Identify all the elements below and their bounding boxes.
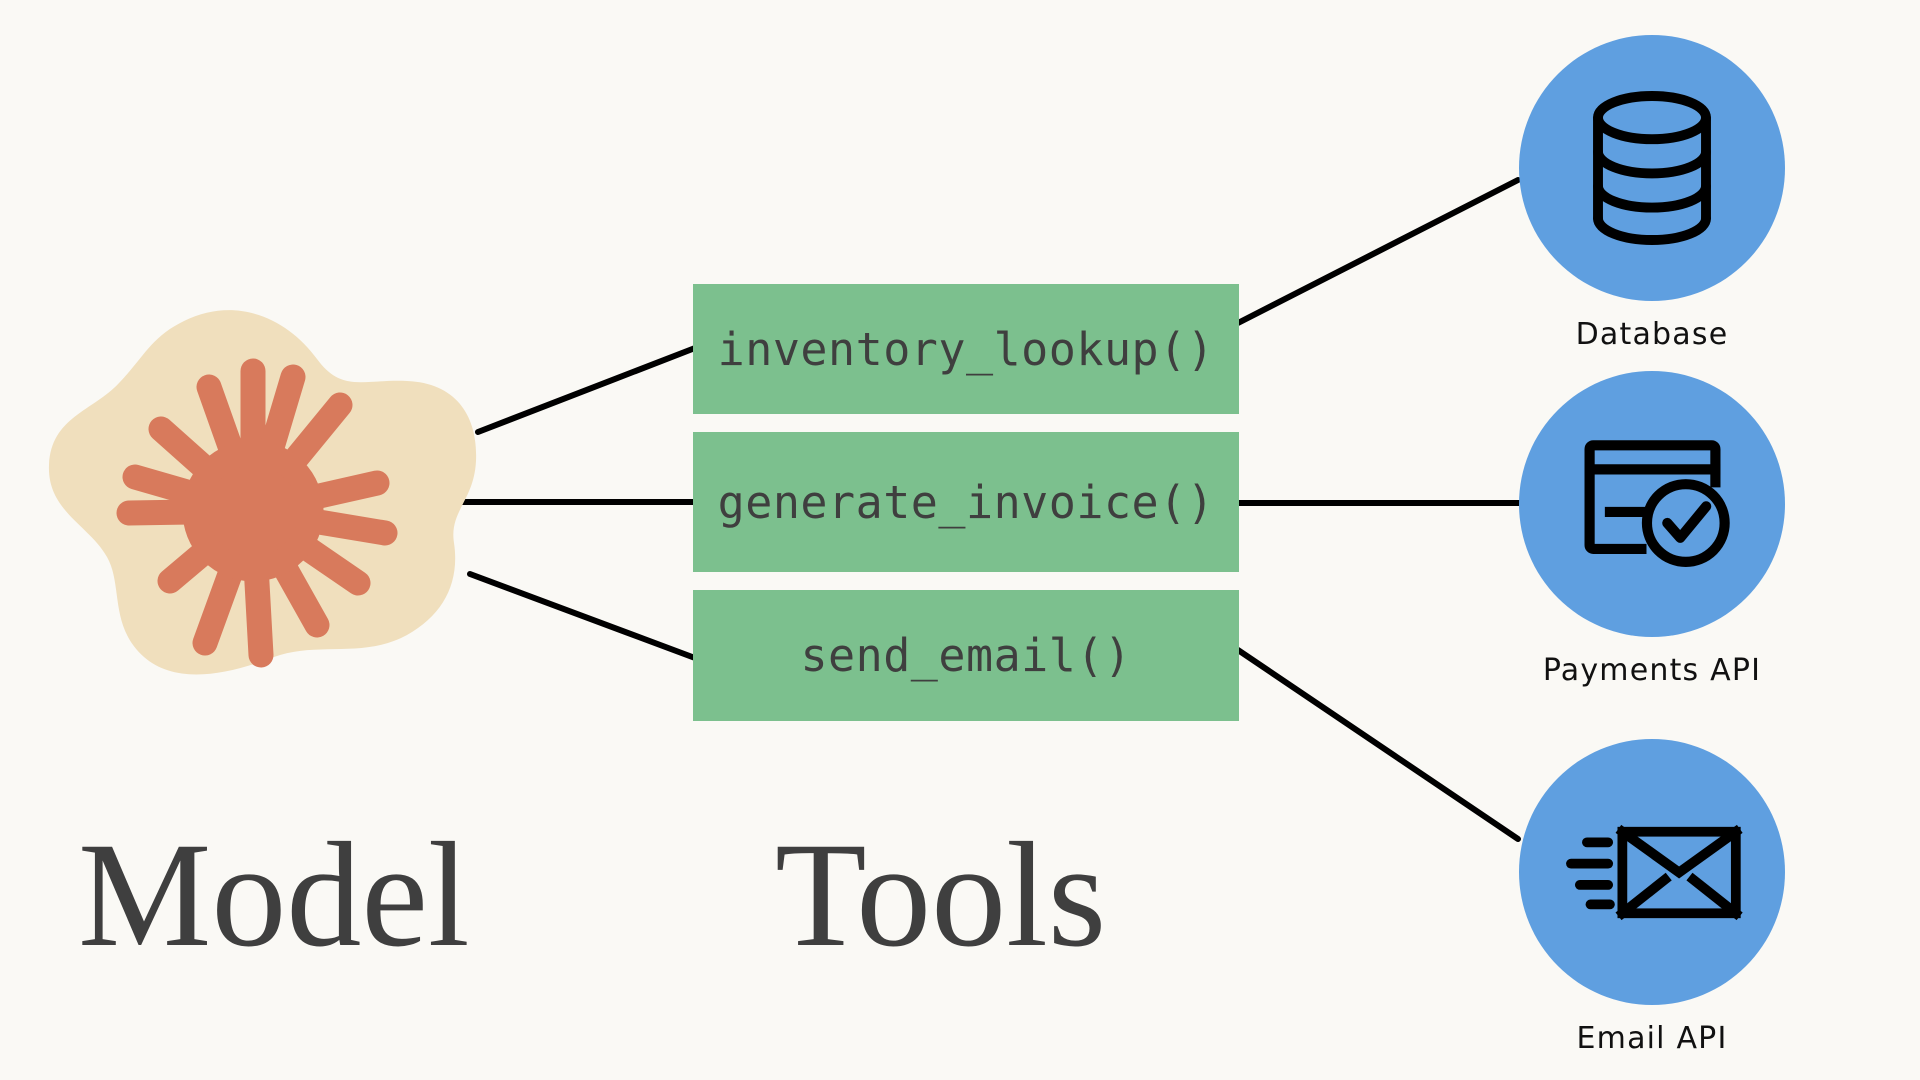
service-label: Database (1575, 317, 1729, 352)
connector-model-to-inventory-lookup (475, 345, 698, 435)
tool-box-inventory-lookup[interactable]: inventory_lookup() (693, 284, 1239, 414)
tool-box-generate-invoice[interactable]: generate_invoice() (693, 432, 1239, 572)
service-circle[interactable] (1519, 371, 1785, 637)
service-circle[interactable] (1519, 35, 1785, 301)
model-blob-shape (48, 310, 477, 675)
anthropic-burst-icon (116, 358, 398, 668)
service-node-email-api[interactable]: Email API (1519, 739, 1785, 1056)
service-node-payments-api[interactable]: Payments API (1519, 371, 1785, 688)
model-caption: Model (78, 812, 470, 978)
connector-model-to-send-email (467, 571, 698, 661)
model-node[interactable] (45, 305, 495, 695)
tool-label: send_email() (800, 629, 1132, 682)
service-label: Email API (1576, 1021, 1728, 1056)
connector-inventory-lookup-to-database (1235, 177, 1521, 326)
database-cylinder-icon (1593, 91, 1711, 245)
envelope-send-icon (1565, 824, 1743, 920)
service-circle[interactable] (1519, 739, 1785, 1005)
credit-card-check-icon (1584, 439, 1730, 567)
service-label: Payments API (1542, 653, 1762, 688)
tools-caption: Tools (775, 812, 1107, 978)
tool-box-send-email[interactable]: send_email() (693, 590, 1239, 721)
connector-send-email-to-email-api (1235, 647, 1521, 842)
tool-label: inventory_lookup() (717, 322, 1215, 376)
tool-label: generate_invoice() (717, 475, 1215, 529)
service-node-database[interactable]: Database (1519, 35, 1785, 352)
